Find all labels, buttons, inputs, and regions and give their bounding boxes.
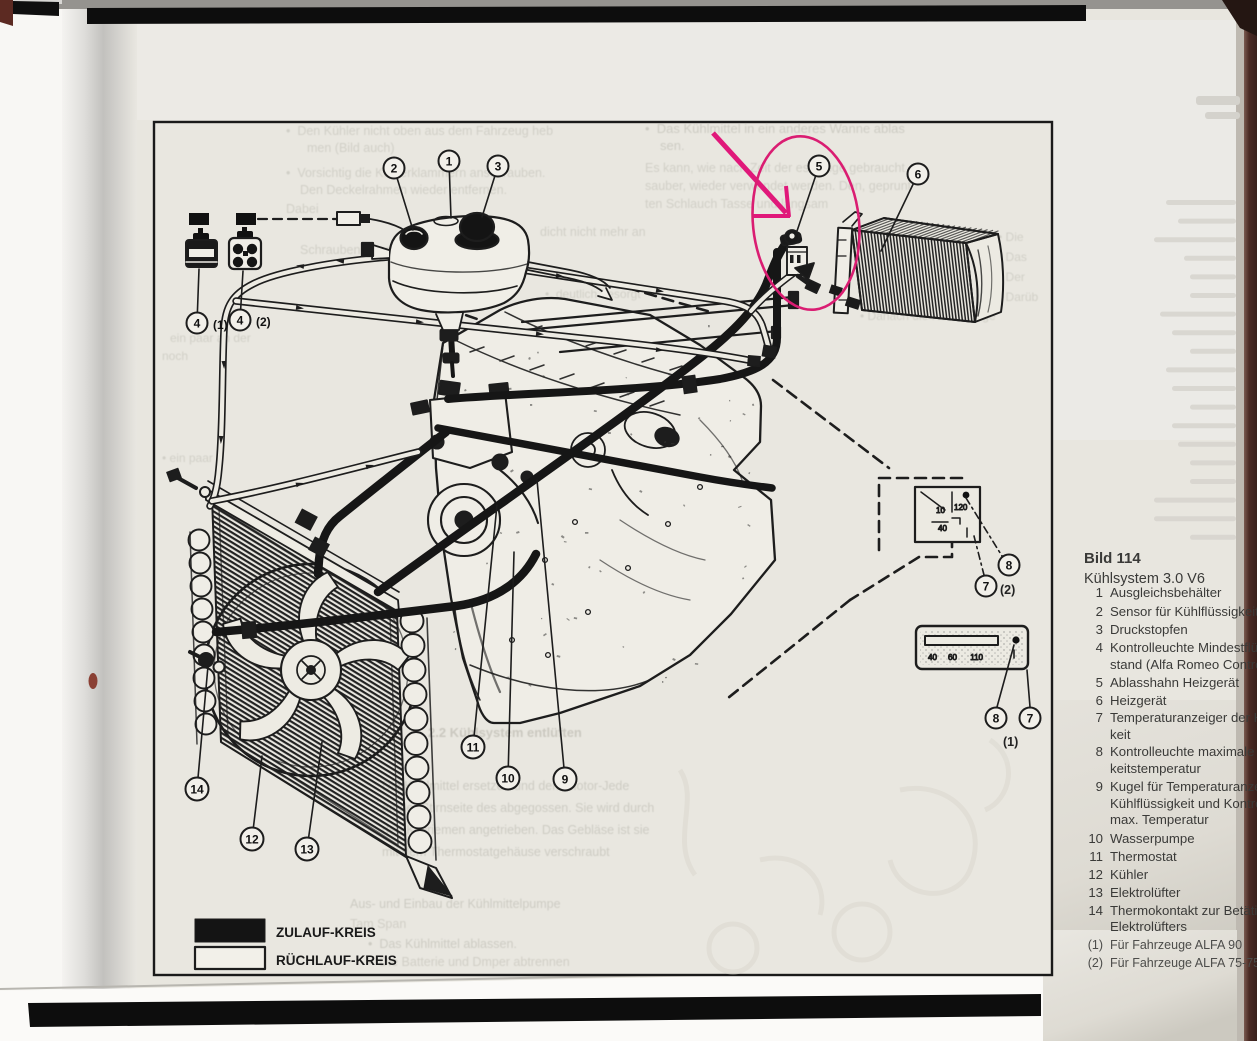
svg-text:40: 40 [938, 524, 947, 533]
svg-text:• Die Batterie und Dmper abtr: • Die Batterie und Dmper abtrennen [368, 955, 570, 969]
svg-text:den Keilriemen angetrieben. Da: den Keilriemen angetrieben. Das Gebläse … [382, 823, 650, 837]
svg-text:dicht nicht mehr an: dicht nicht mehr an [540, 225, 646, 239]
svg-text:• Darüb: • Darüb [998, 290, 1039, 304]
svg-text:max. Temperatur: max. Temperatur [1110, 812, 1209, 827]
svg-text:• Der: • Der [998, 270, 1025, 284]
svg-text:Kühler: Kühler [1110, 867, 1149, 882]
svg-text:noch: noch [162, 349, 188, 363]
svg-text:10: 10 [1088, 831, 1103, 846]
svg-text:Für Fahrzeuge ALFA 75-75: Für Fahrzeuge ALFA 75-75 [1110, 956, 1257, 970]
svg-text:(2): (2) [1000, 583, 1015, 597]
svg-text:• Die: • Die [998, 230, 1024, 244]
svg-text:(2): (2) [1088, 956, 1103, 970]
svg-text:(1): (1) [1088, 938, 1103, 952]
svg-text:1: 1 [1096, 585, 1103, 600]
svg-text:8: 8 [993, 711, 1000, 725]
svg-text:ZULAUF-KREIS: ZULAUF-KREIS [276, 925, 376, 940]
svg-text:sen.: sen. [660, 138, 685, 153]
svg-text:11: 11 [1089, 849, 1103, 864]
svg-text:Elektrolüfters: Elektrolüfters [1110, 919, 1187, 934]
svg-text:4: 4 [1096, 640, 1103, 655]
svg-text:4: 4 [194, 316, 201, 330]
svg-text:7: 7 [1027, 711, 1034, 725]
svg-text:Elektrolüfter: Elektrolüfter [1110, 885, 1181, 900]
svg-text:Wasserpumpe: Wasserpumpe [1110, 831, 1195, 846]
svg-text:14: 14 [190, 782, 204, 796]
svg-text:5: 5 [1096, 675, 1103, 690]
svg-text:Kühlflüssigkeit und Kontrolleu: Kühlflüssigkeit und Kontrolleucht [1110, 796, 1257, 811]
svg-text:11: 11 [467, 740, 480, 754]
svg-text:13: 13 [1088, 885, 1103, 900]
svg-text:9: 9 [1096, 779, 1103, 794]
svg-text:Heizgerät: Heizgerät [1110, 693, 1167, 708]
svg-text:7: 7 [1096, 710, 1103, 725]
svg-text:40 60 110: 40 60 110 [928, 653, 984, 662]
svg-text:Dabei: Dabei [286, 202, 319, 216]
svg-text:an der Stirnseite des abgegoss: an der Stirnseite des abgegossen. Sie wi… [382, 801, 654, 815]
svg-text:keitstemperatur: keitstemperatur [1110, 761, 1201, 776]
svg-text:12: 12 [1088, 867, 1103, 882]
svg-text:12: 12 [245, 832, 259, 846]
svg-text:120: 120 [954, 503, 968, 512]
svg-text:stand (Alfa Romeo Control): stand (Alfa Romeo Control) [1110, 657, 1257, 672]
svg-text:• Das: • Das [998, 250, 1027, 264]
svg-text:2.2 Kühlsystem entlüften: 2.2 Kühlsystem entlüften [428, 725, 582, 740]
svg-text:3: 3 [495, 159, 502, 173]
svg-text:5: 5 [816, 159, 823, 173]
svg-text:Kontrolleuchte maximale Kühlfl: Kontrolleuchte maximale Kühlflüs [1110, 744, 1257, 759]
svg-text:Kühlsystem 3.0 V6: Kühlsystem 3.0 V6 [1084, 571, 1205, 587]
svg-text:• ein paar: • ein paar [162, 451, 213, 465]
svg-text:Druckstopfen: Druckstopfen [1110, 622, 1188, 637]
svg-text:Den Deckelrahmen wieder entfer: Den Deckelrahmen wieder entfernen. [300, 183, 507, 197]
svg-text:3: 3 [1096, 622, 1103, 637]
svg-text:(2): (2) [256, 315, 271, 329]
svg-text:• Vorsichtig die Kühlerklamme: • Vorsichtig die Kühlerklammern anschrau… [286, 166, 545, 180]
svg-text:Thermostat: Thermostat [1110, 849, 1177, 864]
svg-text:Aus- und Einbau der Kühlmittel: Aus- und Einbau der Kühlmittelpumpe [350, 897, 561, 911]
svg-text:10: 10 [501, 771, 515, 785]
svg-text:13: 13 [300, 842, 314, 856]
svg-text:ein paar an der: ein paar an der [170, 331, 251, 345]
svg-text:mit dem Thermostatgehäuse vers: mit dem Thermostatgehäuse verschraubt [382, 845, 610, 859]
svg-text:sauber, wieder verwendet werde: sauber, wieder verwendet werden. Den, ge… [645, 179, 912, 193]
svg-text:6: 6 [915, 167, 922, 181]
svg-text:2: 2 [1096, 604, 1103, 619]
svg-text:men (Bild auch): men (Bild auch) [307, 141, 395, 155]
svg-text:Kugel für Temperaturanzeige de: Kugel für Temperaturanzeige der [1110, 779, 1257, 794]
svg-text:keit: keit [1110, 727, 1131, 742]
svg-text:8: 8 [1096, 744, 1103, 759]
svg-text:Kontrolleuchte Mindestflüssigk: Kontrolleuchte Mindestflüssigkeit [1110, 640, 1257, 655]
svg-text:7: 7 [983, 579, 990, 593]
svg-text:• Das Kühlmittel in ein ander: • Das Kühlmittel in ein anderes Wanne ab… [645, 121, 905, 136]
svg-text:• deutlich besorgt: • deutlich besorgt [545, 287, 641, 301]
svg-text:Thermokontakt zur Betätigung d: Thermokontakt zur Betätigung d [1110, 903, 1257, 918]
svg-text:Ablasshahn Heizgerät: Ablasshahn Heizgerät [1110, 675, 1239, 690]
svg-text:• Das Kühlmittel ablassen.: • Das Kühlmittel ablassen. [368, 937, 517, 951]
svg-text:9: 9 [562, 772, 569, 786]
svg-text:(1): (1) [1003, 735, 1018, 749]
svg-text:14: 14 [1088, 903, 1103, 918]
svg-text:RÜCHLAUF-KREIS: RÜCHLAUF-KREIS [276, 953, 397, 968]
svg-text:8: 8 [1006, 558, 1013, 572]
svg-text:Bild 114: Bild 114 [1084, 550, 1141, 567]
svg-text:ten Schlauch Tasse und langsam: ten Schlauch Tasse und langsam [645, 197, 828, 211]
svg-text:Temperaturanzeiger der Kühlflü: Temperaturanzeiger der Kühlflüss [1110, 710, 1257, 725]
svg-text:Für Fahrzeuge ALFA 90: Für Fahrzeuge ALFA 90 [1110, 938, 1242, 952]
svg-text:4: 4 [237, 313, 244, 327]
svg-text:(1): (1) [213, 318, 228, 332]
svg-text:Sensor für Kühlflüssigkeitssta: Sensor für Kühlflüssigkeitsstand [1110, 604, 1257, 619]
svg-text:6: 6 [1096, 693, 1103, 708]
svg-text:2: 2 [391, 161, 398, 175]
svg-text:Ausgleichsbehälter: Ausgleichsbehälter [1110, 585, 1222, 600]
svg-text:10: 10 [936, 506, 945, 515]
svg-text:Tam Span: Tam Span [350, 917, 406, 931]
svg-text:Es kann, wie nach Zeit der es: Es kann, wie nach Zeit der es einige geb… [645, 161, 905, 175]
svg-text:1: 1 [446, 154, 453, 168]
svg-text:• Den Kühler nicht oben aus d: • Den Kühler nicht oben aus dem Fahrzeug… [286, 124, 553, 138]
